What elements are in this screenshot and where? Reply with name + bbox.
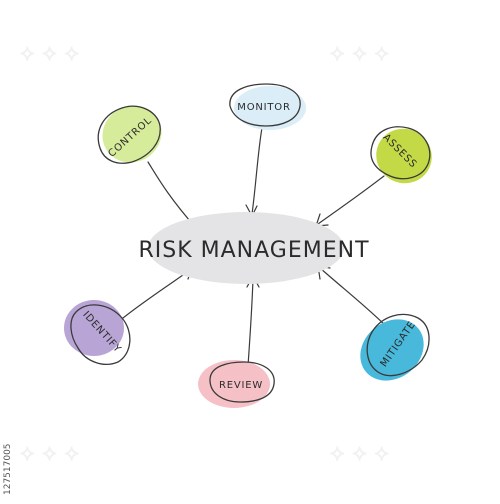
center-fill <box>148 212 344 284</box>
node-review-outline <box>209 361 275 403</box>
node-monitor: MONITOR <box>229 83 306 130</box>
svg-text:⟡ ⟡ ⟡: ⟡ ⟡ ⟡ <box>330 441 389 466</box>
node-review-fill <box>198 360 270 408</box>
node-mitigate: MITIGATE <box>360 313 430 381</box>
node-monitor-fill <box>234 86 306 130</box>
node-assess: ASSESS <box>370 126 432 184</box>
node-monitor-outline <box>229 83 301 127</box>
node-control-outline <box>97 105 161 164</box>
node-control: CONTROL <box>97 105 162 164</box>
connector-control <box>147 161 197 229</box>
center-label: RISK MANAGEMENT <box>138 238 369 263</box>
connector-assess <box>317 175 385 225</box>
connector-monitor <box>251 127 263 215</box>
watermark-pattern: ⟡ ⟡ ⟡ ⟡ ⟡ ⟡ ⟡ ⟡ ⟡ ⟡ ⟡ ⟡ <box>20 41 389 466</box>
connector-review <box>247 277 254 367</box>
node-review: REVIEW <box>198 360 275 408</box>
node-monitor-label: MONITOR <box>237 102 290 113</box>
node-identify-outline <box>70 304 131 365</box>
svg-text:⟡ ⟡ ⟡: ⟡ ⟡ ⟡ <box>20 41 79 66</box>
node-assess-fill <box>376 128 432 184</box>
node-mitigate-outline <box>366 313 430 377</box>
node-control-fill <box>102 105 162 163</box>
node-mitigate-fill <box>360 319 424 381</box>
stock-id: 127517005 <box>3 443 13 495</box>
svg-text:⟡ ⟡ ⟡: ⟡ ⟡ ⟡ <box>330 41 389 66</box>
node-identify: IDENTIFY <box>64 300 131 365</box>
node-identify-fill <box>64 300 124 356</box>
center-node: RISK MANAGEMENT <box>138 212 369 284</box>
svg-text:⟡ ⟡ ⟡: ⟡ ⟡ ⟡ <box>20 441 79 466</box>
connector-identify <box>117 269 191 323</box>
connector-mitigate <box>319 267 389 329</box>
node-assess-outline <box>370 126 431 180</box>
node-review-label: REVIEW <box>219 380 263 391</box>
